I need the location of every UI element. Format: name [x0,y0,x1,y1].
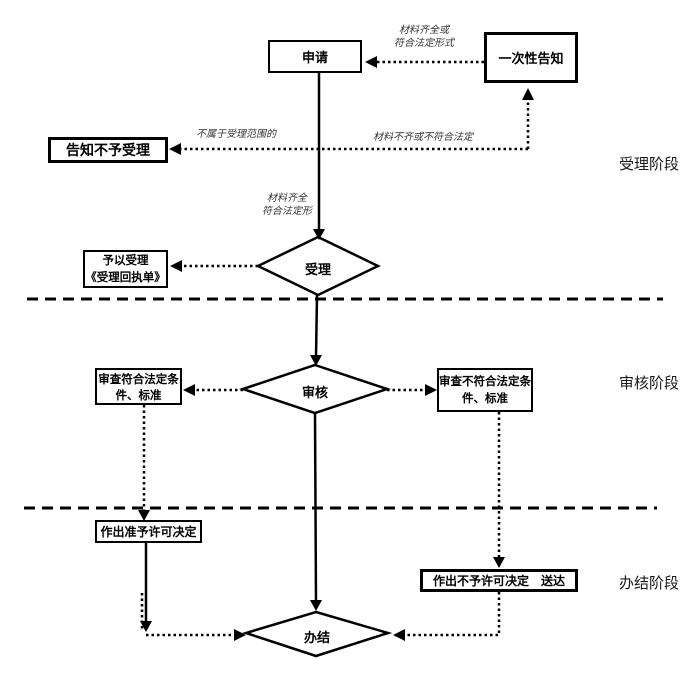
arrowhead-review-top [310,355,322,366]
edge-label-materials-ok-form: 材料齐全或 符合法定形式 [374,24,474,50]
arrowhead-review-pass [183,384,195,396]
arrowhead-grant-decision-top [138,510,150,521]
arrowhead-apply-right [365,56,377,68]
stage-label-acceptance: 受理阶段 [618,155,679,173]
edge-label-materials-ok-form-line1: 材料齐全或 [399,25,449,36]
node-grant-acceptance-line2: 《受理回执单》 [85,270,166,284]
arrowhead-complete-top [310,600,322,611]
node-grant-acceptance: 予以受理 《受理回执单》 [83,250,168,288]
edge-deny-to-complete [401,592,501,637]
edge-accept-to-review [314,294,319,358]
node-apply: 申请 [268,40,362,73]
node-review-pass-line1: 审查符合法定条 [98,371,179,386]
node-apply-label: 申请 [301,51,328,66]
arrowhead-complete-left [234,629,246,641]
node-notify-rejection: 告知不予受理 [48,137,168,163]
edge-review-to-complete [313,412,318,604]
arrowhead-complete-right [393,629,405,641]
diamond-review [239,363,391,415]
node-review-pass-line2: 件、标准 [115,387,162,402]
diamond-complete [241,610,393,658]
node-review-label: 审核 [301,386,328,401]
node-grant-decision: 作出准予许可决定 [95,520,202,543]
node-review-fail: 审查不符合法定条 件、标准 [437,368,533,412]
node-one-time-notice: 一次性告知 [484,32,578,83]
edge-label-materials-ok-form-line2: 符合法定形式 [394,38,454,49]
node-review-pass: 审查符合法定条 件、标准 [95,368,182,405]
node-one-time-notice-label: 一次性告知 [498,52,564,67]
arrowhead-notify-rejection [169,143,181,155]
node-deny-decision: 作出不予许可决定 送达 [420,569,578,592]
arrowhead-accept-top [313,229,325,240]
edge-label-not-in-scope: 不属于受理范围的 [196,129,276,140]
node-deny-decision-label: 作出不予许可决定 送达 [432,574,565,588]
arrowhead-notice-bottom [522,88,534,100]
edge-label-materials-ok: 材料齐全 符合法定形 [255,192,319,218]
node-accept-label: 受理 [304,263,331,278]
edge-label-materials-ok-line1: 材料齐全 [267,193,307,204]
stage-label-completion: 办结阶段 [618,574,679,592]
node-review-fail-line2: 件、标准 [462,391,508,405]
diamond-accept [255,235,381,297]
arrowhead-review-fail [425,384,437,396]
node-notify-rejection-label: 告知不予受理 [66,143,150,159]
arrowhead-grant-acceptance [170,260,182,272]
node-complete-label: 办结 [303,631,330,646]
arrowhead-grant-decision-corner [140,621,152,632]
arrowhead-deny-decision-top [493,557,505,568]
edge-label-materials-ok-line2: 符合法定形 [262,206,312,217]
node-grant-acceptance-line1: 予以受理 [102,253,149,267]
node-review-fail-line1: 审查不符合法定条 [439,374,531,388]
edge-label-materials-incomplete: 材料不齐或不符合法定 [373,132,473,143]
node-grant-decision-label: 作出准予许可决定 [100,525,197,539]
stage-label-review: 审核阶段 [618,374,679,392]
